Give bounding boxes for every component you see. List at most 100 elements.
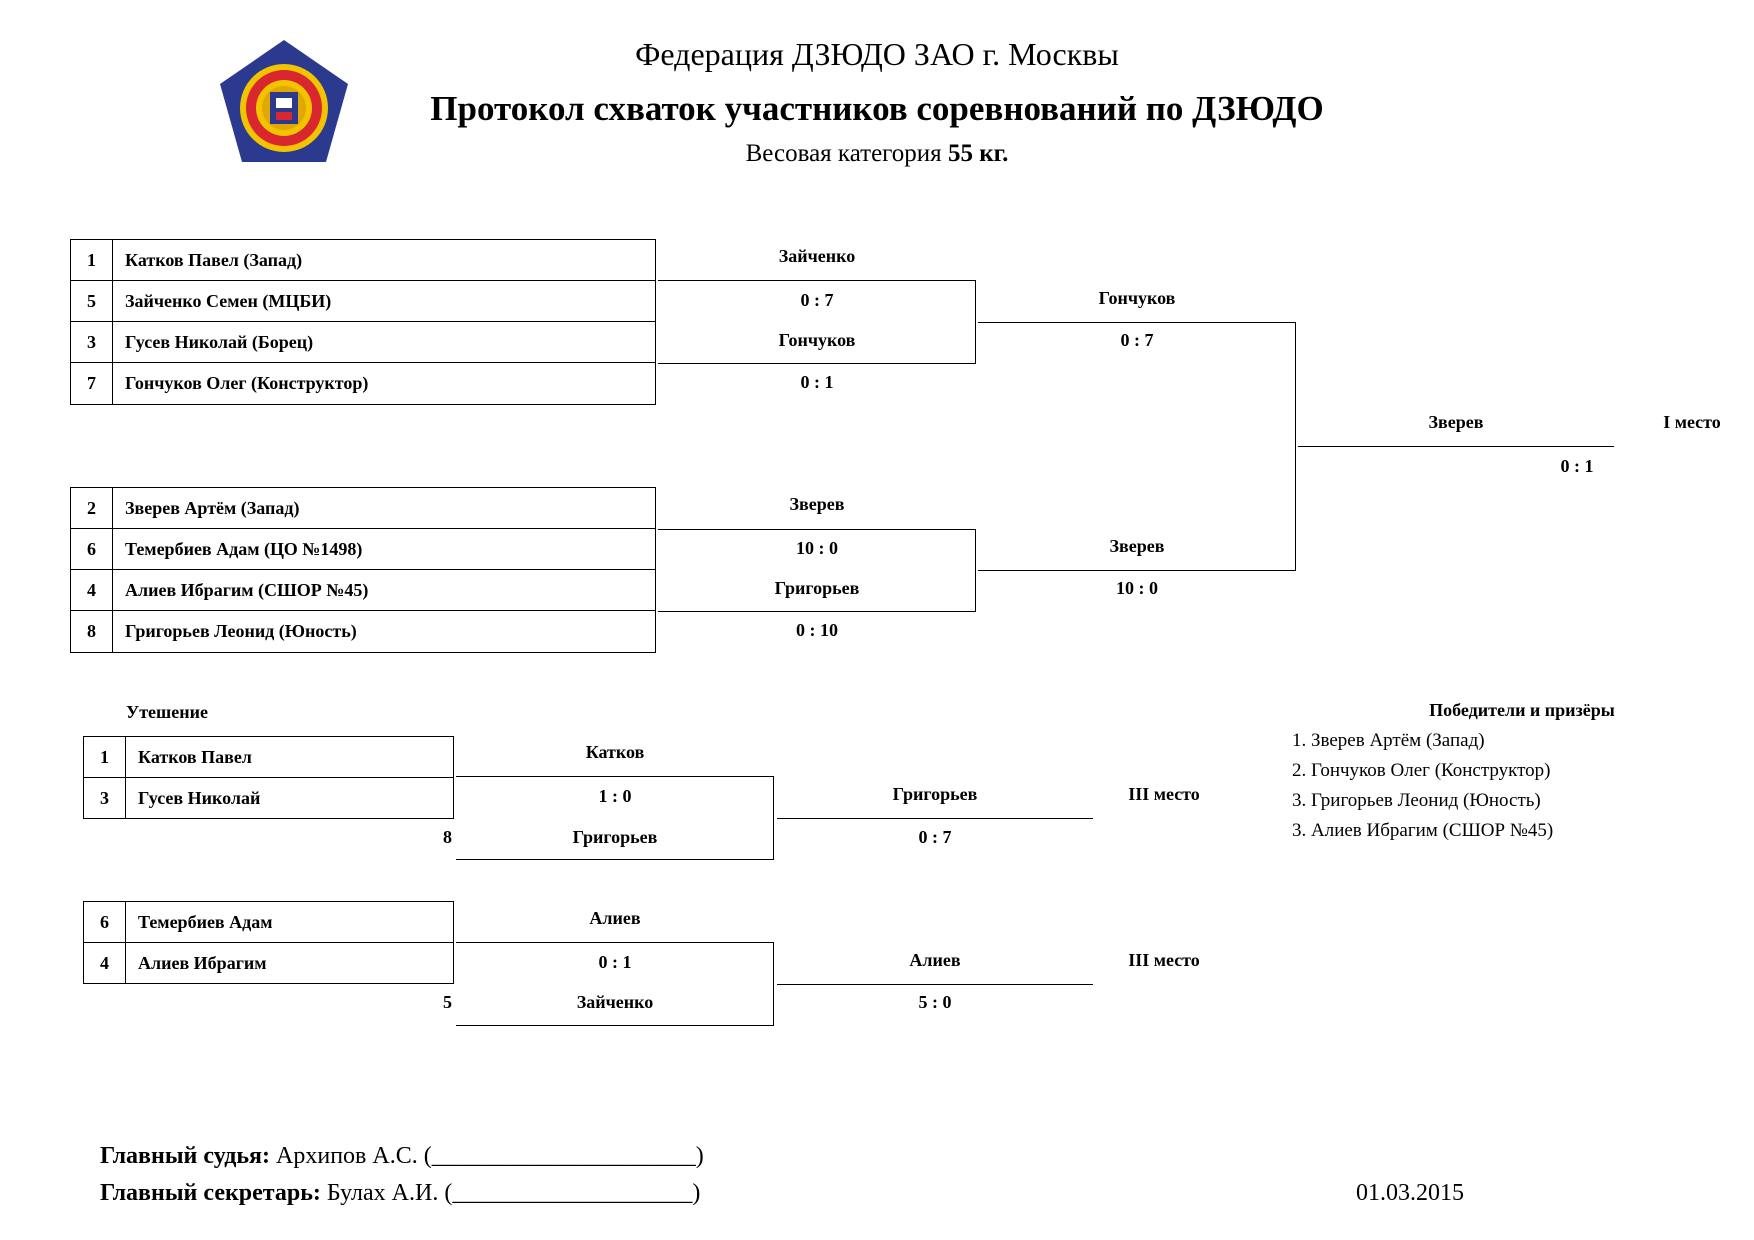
bracket-line xyxy=(456,776,774,777)
participant-name: Гусев Николай (Борец) xyxy=(125,331,314,352)
bracket-line xyxy=(975,529,976,612)
bout-score: 5 : 0 xyxy=(918,992,952,1012)
participant-row: 3 Гусев Николай (Борец) xyxy=(71,322,655,363)
chief-secretary-value: Булах А.И. (____________________) xyxy=(326,1180,701,1206)
weight-category: Весовая категория 55 кг. xyxy=(0,140,1754,168)
participant-number: 4 xyxy=(84,943,126,984)
bout-score: 0 : 7 xyxy=(918,827,952,847)
bout-winner: Григорьев xyxy=(892,784,978,804)
bracket-line xyxy=(1298,446,1614,447)
participant-row: 8 Григорьев Леонид (Юность) xyxy=(71,611,655,652)
bout-score: 0 : 10 xyxy=(796,620,838,640)
winner-item: 2. Гончуков Олег (Конструктор) xyxy=(1292,760,1551,781)
bracket-line xyxy=(978,570,1296,571)
opponent-number: 8 xyxy=(443,827,452,847)
bout-winner: Катков xyxy=(585,742,645,762)
bout-score: 0 : 7 xyxy=(800,290,834,310)
bout-winner: Зайченко xyxy=(778,246,856,266)
bracket-line xyxy=(777,984,1093,985)
federation-name: Федерация ДЗЮДО ЗАО г. Москвы xyxy=(635,36,1119,72)
participant-row: 7 Гончуков Олег (Конструктор) xyxy=(71,363,655,404)
participant-name: Катков Павел (Запад) xyxy=(125,249,303,270)
bracket-line xyxy=(777,818,1093,819)
bracket-line xyxy=(773,776,774,860)
bracket-line xyxy=(658,529,976,530)
participant-number: 4 xyxy=(71,570,113,610)
winner-item: 1. Зверев Артём (Запад) xyxy=(1292,730,1485,751)
participant-row: 3 Гусев Николай xyxy=(84,778,453,819)
chief-secretary-label: Главный секретарь: xyxy=(100,1180,321,1206)
final-winner: Зверев xyxy=(1428,412,1484,432)
participant-number: 1 xyxy=(84,737,126,777)
participant-name: Григорьев Леонид (Юность) xyxy=(125,621,357,641)
bracket-line xyxy=(975,280,976,364)
participant-row: 5 Зайченко Семен (МЦБИ) xyxy=(71,281,655,322)
bracket-line xyxy=(658,280,976,281)
participant-number: 5 xyxy=(71,281,113,321)
bout-score: 0 : 1 xyxy=(598,952,632,972)
repechage-table-1: 1 Катков Павел 3 Гусев Николай xyxy=(83,736,454,819)
participant-name: Гончуков Олег (Конструктор) xyxy=(125,373,369,393)
bracket-line xyxy=(658,363,976,364)
bout-score: 10 : 0 xyxy=(1116,578,1158,598)
third-place-label: III место xyxy=(1128,784,1200,804)
bout-score: 0 : 1 xyxy=(800,372,834,392)
third-place-label: III место xyxy=(1128,950,1200,970)
participant-number: 6 xyxy=(71,529,113,569)
participant-row: 2 Зверев Артём (Запад) xyxy=(71,488,655,529)
participant-name: Алиев Ибрагим (СШОР №45) xyxy=(125,579,369,600)
bout-winner: Григорьев xyxy=(774,578,860,598)
weight-label: Весовая категория xyxy=(745,140,942,167)
participant-name: Зайченко Семен (МЦБИ) xyxy=(125,290,332,311)
participant-number: 7 xyxy=(71,363,113,404)
opponent-name: Зайченко xyxy=(576,992,654,1012)
page-title: Протокол схваток участников соревнований… xyxy=(430,89,1324,128)
winners-list: 1. Зверев Артём (Запад) 2. Гончуков Олег… xyxy=(1292,726,1553,846)
participant-row: 1 Катков Павел (Запад) xyxy=(71,240,655,281)
winners-title: Победители и призёры xyxy=(1429,700,1615,720)
bout-score: 10 : 0 xyxy=(796,538,838,558)
bout-winner: Алиев xyxy=(909,950,961,970)
participant-number: 8 xyxy=(71,611,113,652)
winner-item: 3. Алиев Ибрагим (СШОР №45) xyxy=(1292,820,1554,841)
participant-number: 3 xyxy=(84,778,126,819)
document-date: 01.03.2015 xyxy=(1356,1180,1464,1206)
participant-name: Гусев Николай xyxy=(138,788,261,808)
pool-a-table: 1 Катков Павел (Запад) 5 Зайченко Семен … xyxy=(70,239,656,405)
pool-b-table: 2 Зверев Артём (Запад) 6 Темербиев Адам … xyxy=(70,487,656,653)
weight-value: 55 кг. xyxy=(947,140,1009,167)
bracket-line xyxy=(456,859,774,860)
bout-winner: Зверев xyxy=(1109,536,1165,556)
winner-item: 3. Григорьев Леонид (Юность) xyxy=(1292,790,1541,811)
participant-row: 1 Катков Павел xyxy=(84,737,453,778)
participant-number: 6 xyxy=(84,902,126,942)
opponent-number: 5 xyxy=(443,992,452,1012)
bracket-line xyxy=(773,942,774,1026)
participant-number: 3 xyxy=(71,322,113,362)
chief-judge: Главный судья: Архипов А.С. (___________… xyxy=(100,1143,704,1170)
bracket-line xyxy=(978,322,1296,323)
bout-score: 1 : 0 xyxy=(598,786,632,806)
participant-row: 4 Алиев Ибрагим xyxy=(84,943,453,984)
repechage-title: Утешение xyxy=(126,702,208,722)
bracket-line xyxy=(456,1025,774,1026)
opponent-name: Григорьев xyxy=(572,827,658,847)
bracket-line xyxy=(456,942,774,943)
bout-winner: Гончуков xyxy=(778,330,856,350)
bracket-line xyxy=(658,611,976,612)
participant-name: Катков Павел xyxy=(138,746,252,767)
bracket-line xyxy=(1295,322,1296,571)
bout-winner: Гончуков xyxy=(1098,288,1176,308)
bout-score: 0 : 7 xyxy=(1120,330,1154,350)
chief-secretary: Главный секретарь: Булах А.И. (_________… xyxy=(100,1180,700,1207)
participant-name: Зверев Артём (Запад) xyxy=(125,497,300,518)
participant-number: 1 xyxy=(71,240,113,280)
participant-row: 6 Темербиев Адам (ЦО №1498) xyxy=(71,529,655,570)
chief-judge-label: Главный судья: xyxy=(100,1143,271,1169)
participant-name: Алиев Ибрагим xyxy=(138,953,267,973)
bout-winner: Зверев xyxy=(789,494,845,514)
final-score: 0 : 1 xyxy=(1560,456,1594,476)
participant-row: 4 Алиев Ибрагим (СШОР №45) xyxy=(71,570,655,611)
participant-name: Темербиев Адам (ЦО №1498) xyxy=(125,538,363,559)
bout-winner: Алиев xyxy=(589,908,641,928)
